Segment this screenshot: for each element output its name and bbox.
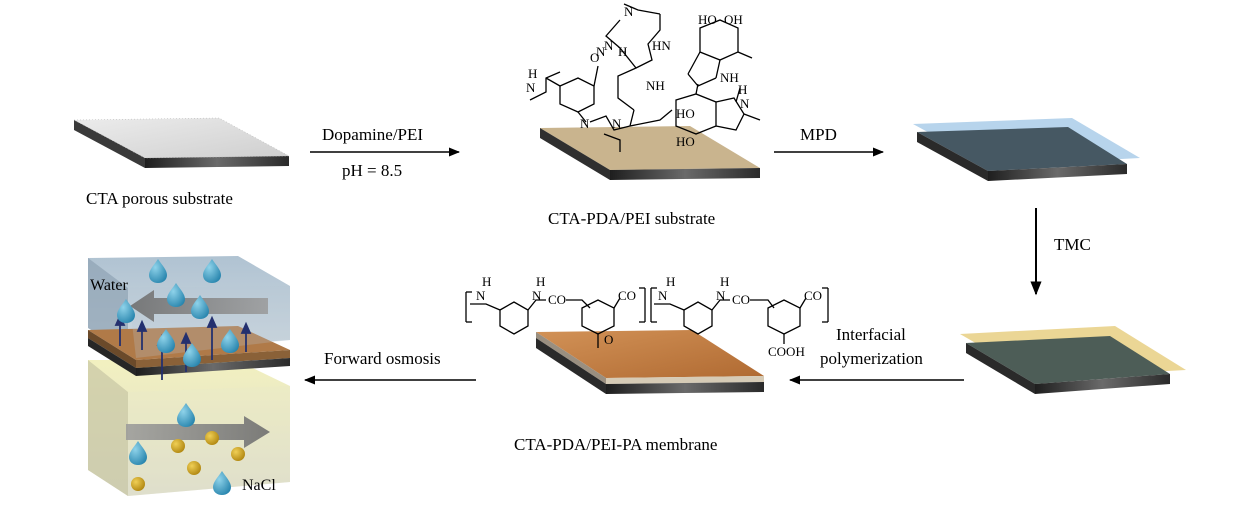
atom-label: CO: [548, 292, 566, 307]
pda-pei-structure: H N O N N N NH HN N H N HO OH NH H N HO …: [526, 3, 761, 152]
pda-substrate-label: CTA-PDA/PEI substrate: [548, 209, 715, 228]
atom-label: N: [580, 116, 590, 131]
water-label: Water: [90, 277, 128, 294]
substrate-label: CTA porous substrate: [86, 189, 233, 208]
atom-label: H: [482, 274, 491, 289]
atom-label: O: [604, 332, 613, 347]
atom-label: N: [532, 288, 542, 303]
arrow-icon: [136, 319, 148, 350]
cta-substrate-plate: [73, 117, 291, 168]
atom-label: OH: [724, 12, 743, 27]
atom-label: CO: [732, 292, 750, 307]
arrow-icon: [206, 315, 218, 360]
salt-ion-icon: [187, 461, 201, 475]
atom-label: H: [528, 66, 537, 81]
membrane-label: CTA-PDA/PEI-PA membrane: [514, 435, 717, 454]
atom-label: H: [720, 274, 729, 289]
salt-ion-icon: [231, 447, 245, 461]
step4-label-line2: polymerization: [820, 349, 923, 368]
step3-reagent-label: TMC: [1054, 235, 1091, 254]
atom-label: N: [526, 80, 536, 95]
pa-structure: H N H N CO CO O H N H N CO CO COOH: [465, 274, 829, 359]
atom-label: CO: [804, 288, 822, 303]
atom-label: N: [624, 4, 634, 19]
atom-label: HO: [676, 134, 695, 149]
step1-reagent-label: Dopamine/PEI: [322, 125, 423, 144]
salt-ion-icon: [171, 439, 185, 453]
atom-label: O: [590, 50, 599, 65]
step4-label-line1: Interfacial: [836, 325, 906, 344]
atom-label: N: [596, 44, 606, 59]
atom-label: HN: [652, 38, 671, 53]
step5-label: Forward osmosis: [324, 349, 441, 368]
atom-label: N: [476, 288, 486, 303]
salt-ion-icon: [131, 477, 145, 491]
atom-label: COOH: [768, 344, 805, 359]
mpd-plate: [913, 118, 1140, 181]
atom-label: N: [740, 96, 750, 111]
arrow-icon: [240, 321, 252, 352]
atom-label: H: [536, 274, 545, 289]
atom-label: H: [738, 82, 747, 97]
atom-label: N: [716, 288, 726, 303]
forward-osmosis-cube: [88, 256, 290, 496]
process-arrows: [303, 147, 1042, 385]
salt-label: NaCl: [242, 477, 276, 494]
tmc-plate: [960, 326, 1186, 394]
atom-label: H: [618, 44, 627, 59]
atom-label: HO: [698, 12, 717, 27]
pa-membrane-plate: [536, 330, 764, 394]
atom-label: NH: [646, 78, 665, 93]
atom-label: N: [604, 38, 614, 53]
atom-label: N: [612, 116, 622, 131]
atom-label: HO: [676, 106, 695, 121]
step2-reagent-label: MPD: [800, 125, 837, 144]
atom-label: CO: [618, 288, 636, 303]
step1-ph-label: pH = 8.5: [342, 161, 402, 180]
atom-label: H: [666, 274, 675, 289]
salt-ion-icon: [205, 431, 219, 445]
atom-label: NH: [720, 70, 739, 85]
pda-substrate-plate: [540, 126, 760, 180]
atom-label: N: [658, 288, 668, 303]
draw-flux-arrow-icon: [126, 416, 270, 448]
